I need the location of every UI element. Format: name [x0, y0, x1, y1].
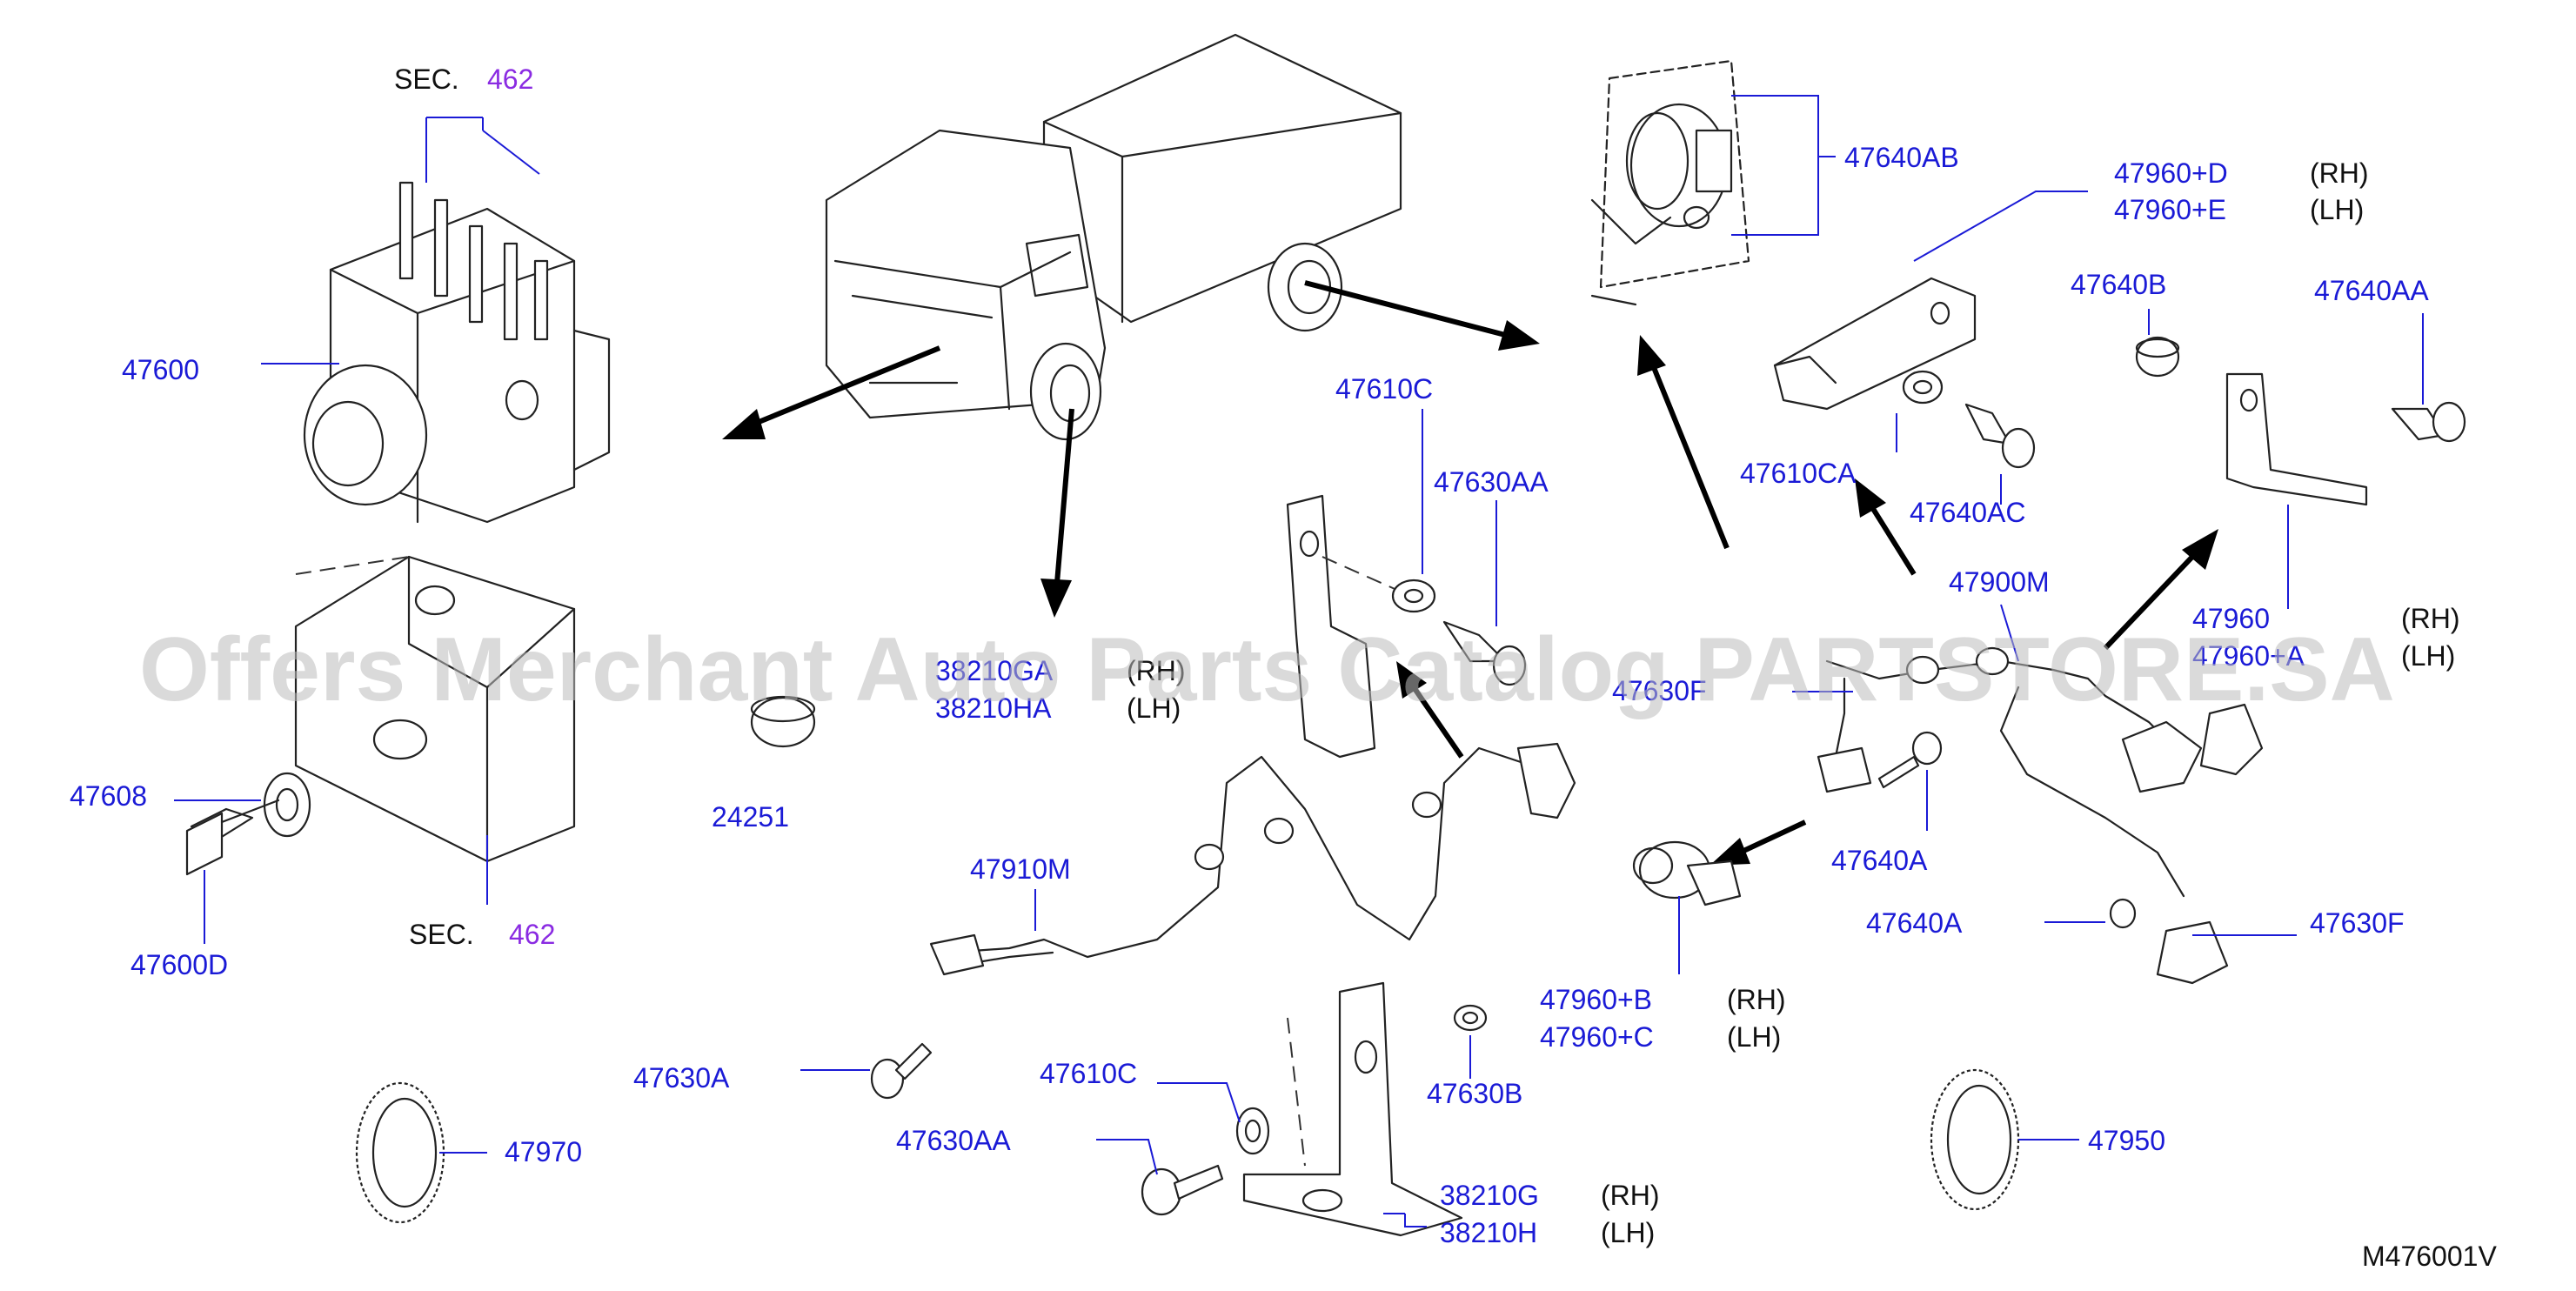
bracket-47960D [1773, 277, 1977, 411]
label-47900M: 47900M [1949, 566, 2050, 598]
bolt-47630AA-top [1442, 620, 1527, 686]
abs-actuator-unit [303, 181, 611, 524]
label-lh-1: (LH) [1127, 692, 1181, 724]
label-47910M: 47910M [970, 853, 1071, 885]
label-sec-bot-num: 462 [509, 919, 555, 950]
nut-47630B [1453, 1004, 1488, 1032]
bolt-47640AC [1964, 403, 2036, 469]
label-rh-2: (RH) [1601, 1180, 1660, 1211]
label-47630A: 47630A [633, 1062, 730, 1094]
label-47630B: 47630B [1427, 1078, 1522, 1109]
wheel-sensor-detail [1590, 59, 1750, 306]
sensor-47960B [1632, 840, 1742, 906]
label-47610C-top: 47610C [1335, 373, 1433, 405]
label-47960C: 47960+C [1540, 1021, 1654, 1053]
label-47608: 47608 [70, 780, 147, 812]
label-rh-3: (RH) [2310, 157, 2369, 189]
leader-lines [174, 95, 2424, 1227]
grommet-24251 [750, 695, 816, 748]
label-47630F-mid: 47630F [1612, 675, 1707, 706]
label-47960D: 47960+D [2114, 157, 2228, 189]
label-sec-bot-prefix: SEC. [409, 919, 474, 950]
label-47960: 47960 [2192, 603, 2270, 634]
label-47630AA-bottom: 47630AA [896, 1125, 1011, 1156]
abs-bracket [294, 555, 576, 863]
label-lh-4: (LH) [2401, 640, 2455, 672]
label-38210H: 38210H [1440, 1217, 1537, 1248]
bolt-47630A [870, 1042, 933, 1100]
label-lh-2: (LH) [1601, 1217, 1655, 1248]
label-47640AA: 47640AA [2314, 275, 2429, 306]
label-47600: 47600 [122, 354, 199, 385]
direction-arrows [722, 280, 2218, 866]
label-lh-5: (LH) [1727, 1021, 1781, 1053]
label-47950: 47950 [2088, 1125, 2165, 1156]
truck-illustration [825, 33, 1402, 441]
bolt-47640A-low [2109, 898, 2137, 929]
label-47960E: 47960+E [2114, 194, 2226, 225]
label-47640B: 47640B [2071, 269, 2166, 300]
label-47630F: 47630F [2310, 907, 2405, 939]
label-47640AC: 47640AC [1910, 497, 2025, 528]
watermark-text: Offers Merchant Auto Parts Catalog PARTS… [139, 619, 2395, 720]
label-47640AB: 47640AB [1844, 142, 1959, 173]
label-47610CA: 47610CA [1740, 458, 1857, 489]
grommet-47608 [263, 772, 311, 838]
bolt-47600D [185, 799, 280, 876]
washer-47610C-top [1391, 579, 1436, 613]
washer-47610CA [1902, 370, 1944, 405]
bracket-47960 [2225, 372, 2368, 506]
label-47640A-mid: 47640A [1831, 845, 1928, 876]
sensor-ring-47950 [1930, 1068, 2020, 1211]
bracket-38210G [1242, 981, 1463, 1237]
label-24251: 24251 [712, 801, 789, 833]
label-47600D: 47600D [130, 949, 228, 980]
label-rh-4: (RH) [2401, 603, 2460, 634]
nut-47640B [2135, 336, 2180, 378]
bolt-47630AA-bottom [1141, 1164, 1224, 1216]
sensor-harness-47900M [1817, 646, 2264, 985]
label-47610C-bottom: 47610C [1040, 1058, 1137, 1089]
label-rh-5: (RH) [1727, 984, 1786, 1015]
label-rh-1: (RH) [1127, 655, 1186, 686]
washer-47610C-bottom [1235, 1107, 1270, 1155]
bolt-47640A-mid [1877, 731, 1943, 789]
label-38210GA: 38210GA [935, 655, 1054, 686]
label-47960B: 47960+B [1540, 984, 1652, 1015]
label-38210G: 38210G [1440, 1180, 1539, 1211]
sensor-harness-47910M [929, 742, 1576, 976]
bracket-38210GA [1286, 494, 1402, 759]
label-sec-top-num: 462 [487, 64, 533, 95]
label-lh-3: (LH) [2310, 194, 2364, 225]
label-47960A: 47960+A [2192, 640, 2305, 672]
label-sec-top-prefix: SEC. [394, 64, 459, 95]
label-47640A-low: 47640A [1866, 907, 1963, 939]
bolt-47640AA [2391, 401, 2466, 443]
label-47630AA-top: 47630AA [1434, 466, 1549, 498]
part-labels: SEC. 462 47600 47608 47600D SEC. 462 479… [70, 64, 2497, 1272]
sensor-ring-47970 [355, 1081, 445, 1224]
label-38210HA: 38210HA [935, 692, 1052, 724]
label-47970: 47970 [505, 1136, 582, 1167]
label-figure-id: M476001V [2362, 1241, 2497, 1272]
